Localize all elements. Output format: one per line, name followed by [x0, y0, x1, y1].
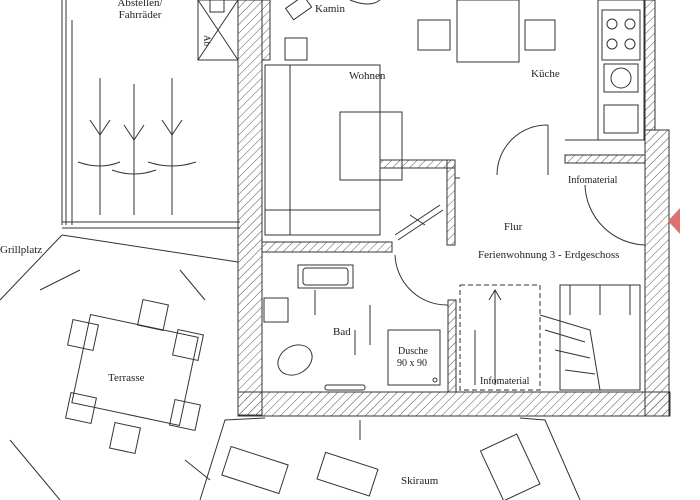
label-bad: Bad	[333, 326, 351, 338]
label-wohnen: Wohnen	[349, 70, 386, 82]
terrace	[0, 234, 239, 500]
label-abstellen: Abstellen/	[117, 0, 163, 9]
label-kamin: Kamin	[315, 3, 345, 15]
ski-room	[199, 417, 581, 500]
hallway-doors	[394, 124, 646, 306]
staircase	[459, 284, 641, 391]
kitchen-furniture	[417, 0, 645, 141]
room-labels: Abstellen/ Fahrräder Ab Kamin Wohnen Küc…	[0, 0, 619, 487]
label-dusche: Dusche	[398, 346, 429, 357]
living-room-furniture	[264, 0, 444, 241]
label-skiraum: Skiraum	[401, 475, 439, 487]
label-vertical-ab: Ab	[202, 35, 212, 46]
outer-walls	[237, 0, 671, 417]
bicycles	[77, 78, 197, 215]
bathroom-furniture	[263, 264, 441, 391]
label-fahrraeder: Fahrräder	[119, 9, 162, 21]
label-infomaterial-top: Infomaterial	[568, 175, 618, 186]
label-terrasse: Terrasse	[108, 372, 145, 384]
red-arrow-marker	[668, 208, 680, 234]
storage-room	[61, 0, 240, 229]
label-kueche: Küche	[531, 68, 560, 80]
label-dusche-size: 90 x 90	[397, 358, 427, 369]
label-grillplatz: Grillplatz	[0, 244, 42, 256]
label-flur: Flur	[504, 221, 523, 233]
label-infomaterial-bottom: Infomaterial	[480, 376, 530, 387]
label-title: Ferienwohnung 3 - Erdgeschoss	[478, 249, 619, 261]
